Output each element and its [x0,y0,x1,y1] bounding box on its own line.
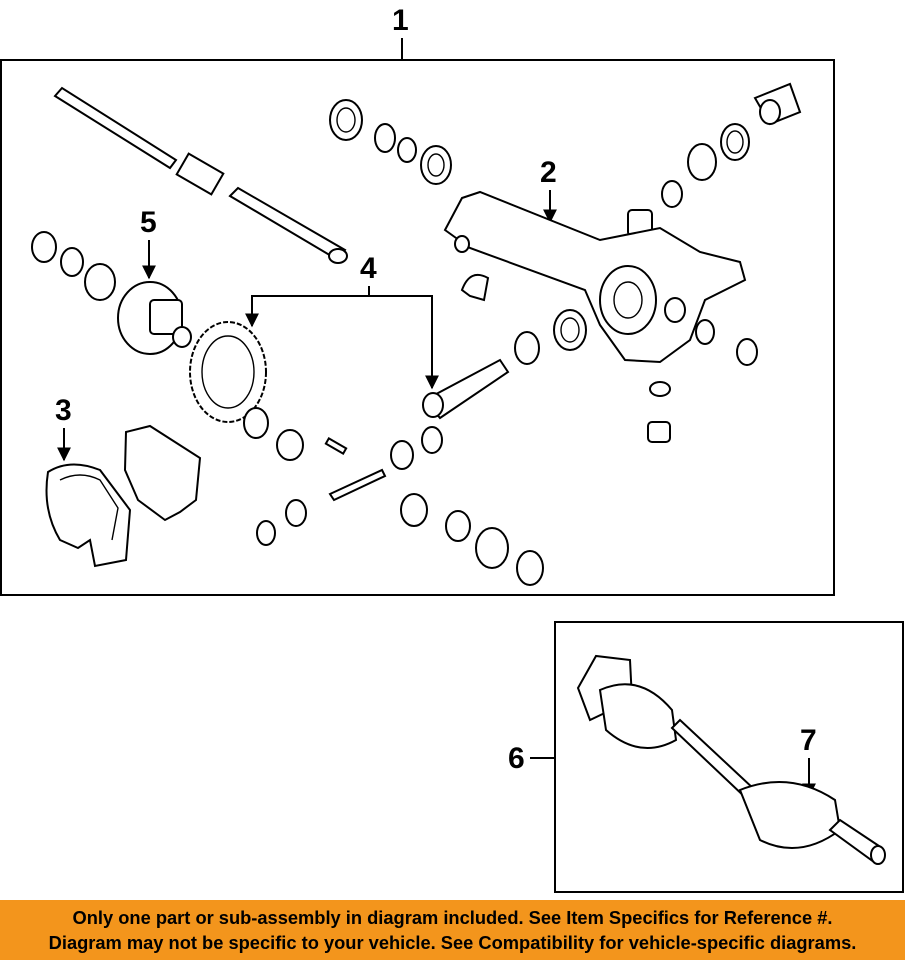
bearing-cap [460,274,490,302]
housing-seals [514,309,758,443]
axle-shaft [53,86,348,264]
callout-3: 3 [55,394,72,427]
callout-5: 5 [140,206,157,239]
cover-gasket [123,424,202,522]
bearing-seal-set-top [329,99,452,185]
callout-4: 4 [360,252,377,285]
ring-and-pinion-gear [189,321,510,423]
callout-1: 1 [392,4,409,37]
disclaimer-line-1: Only one part or sub-assembly in diagram… [72,907,833,928]
differential-case [31,231,192,355]
bearing-seal-set-right [627,82,802,237]
callout-6: 6 [508,742,525,775]
axle-housing [443,190,747,364]
spider-gears-and-pins [243,407,544,586]
parts-diagram: 1 2 [0,4,904,893]
disclaimer-banner: Only one part or sub-assembly in diagram… [0,900,905,960]
disclaimer-line-2: Diagram may not be specific to your vehi… [48,932,857,953]
axle-assembly-frame [0,59,835,596]
cv-axle-shaft [576,654,886,865]
differential-cover [45,463,132,568]
callout-2: 2 [540,156,557,189]
callout-7: 7 [800,724,817,757]
